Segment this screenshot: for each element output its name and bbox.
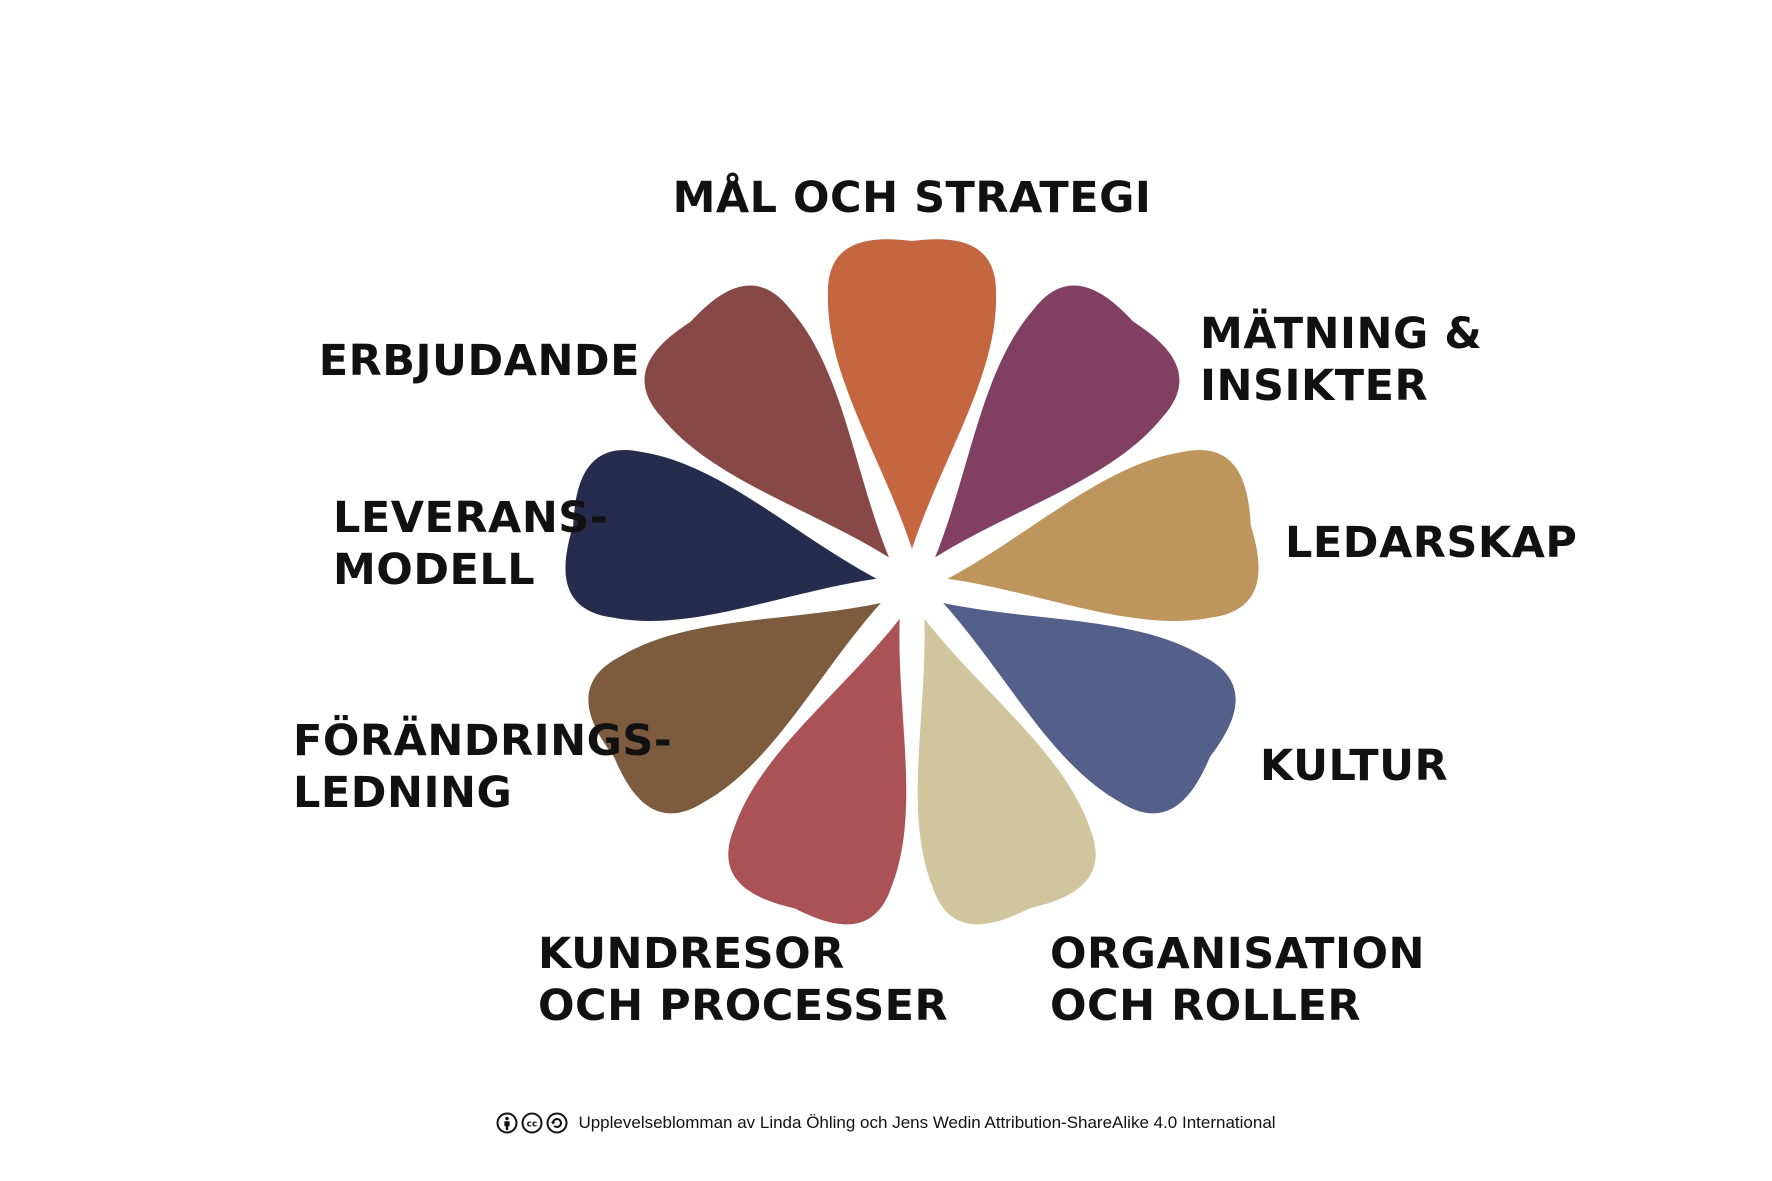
credit-text: Upplevelseblomman av Linda Öhling och Je… — [578, 1113, 1276, 1132]
petal-forandring — [588, 603, 881, 814]
petal-organisation — [917, 618, 1096, 925]
svg-text:cc: cc — [527, 1120, 538, 1130]
label-kultur: KULTUR — [1260, 741, 1448, 791]
license-credit: cc Upplevelseblomman av Linda Öhling och… — [0, 1112, 1772, 1134]
label-kundresor-line-1: KUNDRESOR — [538, 929, 845, 979]
label-kundresor-line-2: OCH PROCESSER — [538, 981, 948, 1031]
license-icons: cc — [496, 1112, 568, 1134]
petals-group — [565, 239, 1259, 925]
petal-kundresor — [728, 618, 907, 925]
label-matning: MÄTNING &INSIKTER — [1200, 308, 1482, 411]
label-erbjudande: ERBJUDANDE — [319, 336, 640, 386]
petal-matning — [935, 285, 1180, 558]
label-organisation-line-2: OCH ROLLER — [1050, 981, 1361, 1031]
petal-mal — [827, 239, 997, 550]
petal-leverans — [565, 450, 877, 621]
label-kultur-line-1: KULTUR — [1260, 741, 1448, 791]
petal-ledarskap — [947, 450, 1259, 621]
label-matning-line-2: INSIKTER — [1200, 361, 1428, 411]
label-forandring: FÖRÄNDRINGS-LEDNING — [293, 715, 672, 818]
petal-kultur — [943, 603, 1236, 814]
cc-sa-icon — [546, 1112, 568, 1134]
label-matning-line-1: MÄTNING & — [1200, 308, 1482, 359]
label-leverans: LEVERANS-MODELL — [333, 493, 608, 595]
label-erbjudande-line-1: ERBJUDANDE — [319, 336, 640, 386]
label-leverans-line-1: LEVERANS- — [333, 493, 608, 543]
label-mal-line-1: MÅL OCH STRATEGI — [673, 172, 1152, 223]
label-forandring-line-2: LEDNING — [293, 768, 512, 818]
labels-group: MÅL OCH STRATEGI MÄTNING &INSIKTER LEDARSK… — [293, 172, 1577, 1031]
label-leverans-line-2: MODELL — [333, 545, 535, 595]
cc-by-icon — [496, 1112, 518, 1134]
cc-icon: cc — [521, 1112, 543, 1134]
label-ledarskap-line-1: LEDARSKAP — [1285, 518, 1577, 568]
label-forandring-line-1: FÖRÄNDRINGS- — [293, 715, 672, 766]
petal-erbjudande — [644, 285, 889, 558]
label-mal: MÅL OCH STRATEGI — [673, 172, 1152, 223]
label-organisation-line-1: ORGANISATION — [1050, 929, 1425, 979]
label-ledarskap: LEDARSKAP — [1285, 518, 1577, 568]
